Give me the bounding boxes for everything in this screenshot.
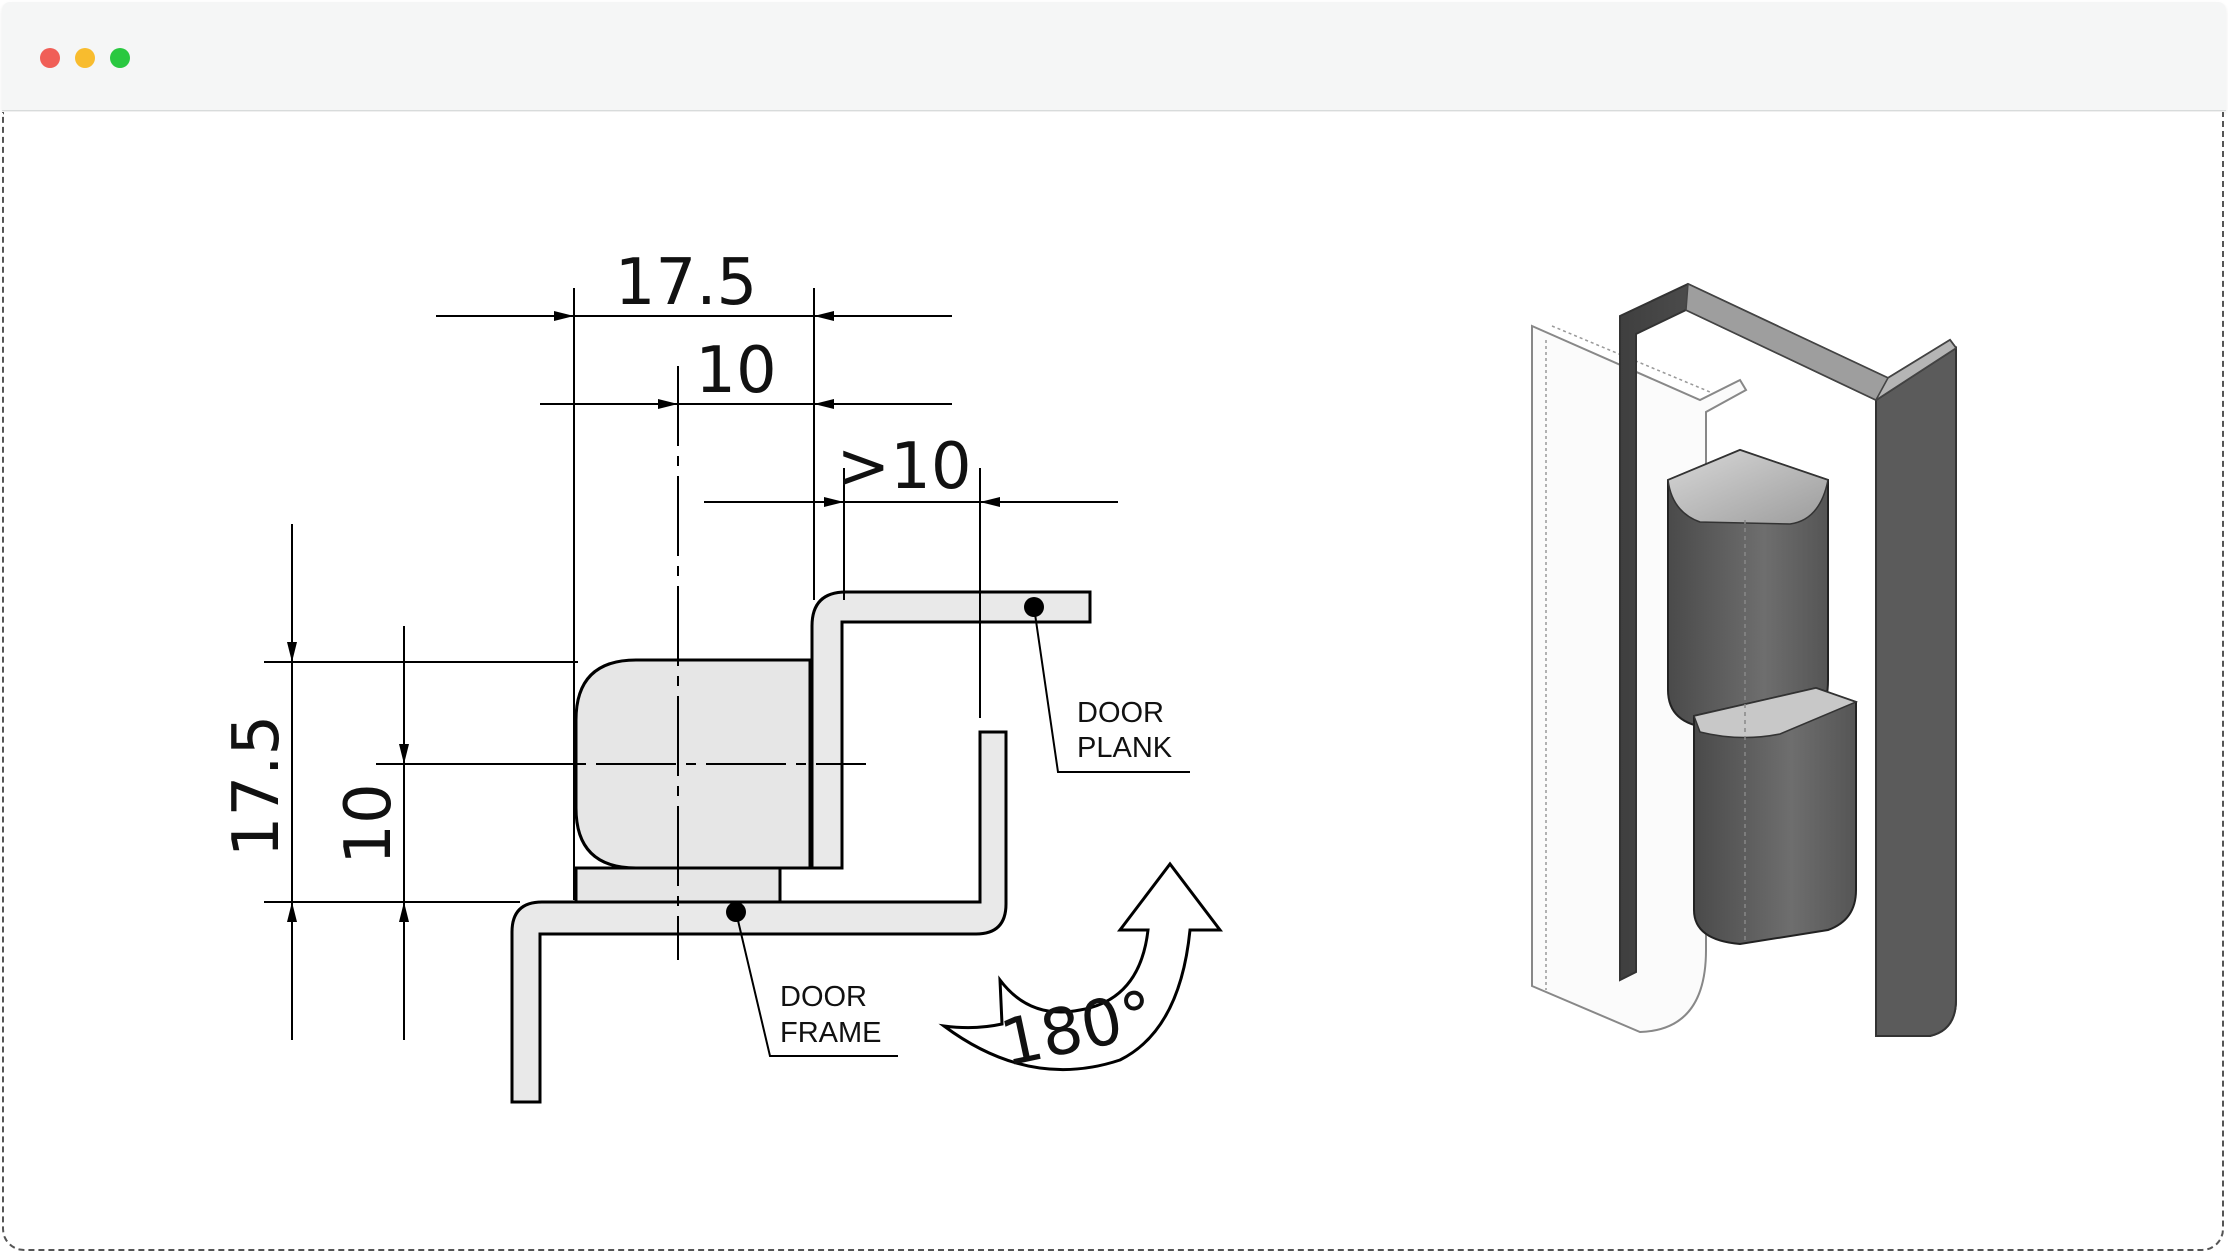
label-door-frame-1: DOOR xyxy=(780,981,867,1013)
dim-top-axis: 10 xyxy=(695,334,776,408)
dim-top-overall: 17.5 xyxy=(615,246,758,320)
dim-left-overall: 17.5 xyxy=(220,715,294,858)
rotation-angle: 180° xyxy=(995,977,1161,1081)
door-frame xyxy=(510,730,1008,1104)
section-view xyxy=(264,288,1224,1104)
close-window-button[interactable] xyxy=(40,48,60,68)
label-door-plank-2: PLANK xyxy=(1077,732,1173,764)
dim-top-gap: >10 xyxy=(836,430,971,504)
window-titlebar xyxy=(2,2,2226,111)
door-plank xyxy=(810,590,1092,870)
lower-knuckle xyxy=(1693,686,1857,946)
rotation-arrow-icon xyxy=(938,861,1224,1071)
dim-left-axis: 10 xyxy=(332,783,406,864)
hinge-3d-render-icon xyxy=(1531,282,1958,1037)
label-door-frame-2: FRAME xyxy=(780,1017,882,1049)
minimize-window-button[interactable] xyxy=(75,48,95,68)
maximize-window-button[interactable] xyxy=(110,48,130,68)
label-door-plank-1: DOOR xyxy=(1077,697,1164,729)
